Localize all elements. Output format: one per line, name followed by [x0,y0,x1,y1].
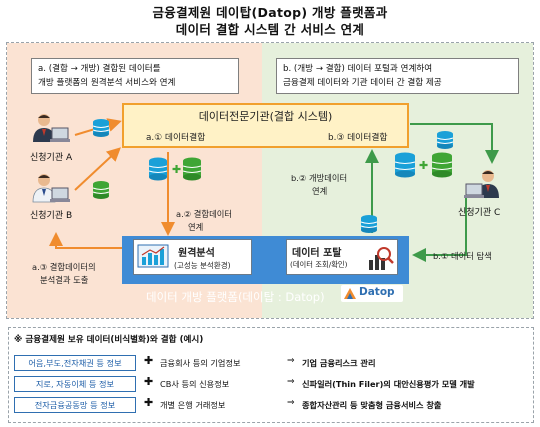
title-line-2: 데이터 결합 시스템 간 서비스 연계 [175,22,365,37]
step-a2-line-2: 연계 [188,222,204,232]
datop-logo: Datop [341,285,403,302]
title-line-1: 금융결제원 데이탑(Datop) 개방 플랫폼과 [152,5,388,20]
data-portal-card: 데이터 포탈 (데이터 조회/확인) [286,239,398,275]
person-at-computer-icon [32,174,70,203]
data-portal-title: 데이터 포탈 [292,248,342,259]
magnifier-chart-icon [369,247,394,270]
person-at-computer-icon [464,170,499,198]
database-icon [360,215,378,233]
data-tag-row-3: 전자금융공동망 등 정보 [14,397,136,413]
svg-text:✚: ✚ [419,159,428,172]
step-b2-line-2: 연계 [312,186,328,196]
institution-a-label: 신청기관 A [30,153,73,163]
arrow-result-to-b [49,232,130,249]
right-note-line-2: 금융결제 데이터와 기관 데이터 간 결합 제공 [283,78,442,88]
combine-system-box [122,103,409,148]
analytics-chart-icon [137,244,169,268]
result-row-1: 기업 금융리스크 관리 [302,358,376,368]
partner-data-row-1: 금융회사 등의 기업정보 [160,358,241,368]
datop-logo-text: Datop [359,286,395,298]
bottom-examples-frame [8,327,534,423]
data-portal-subtitle: (데이터 조회/확인) [290,260,348,269]
result-row-3: 종합자산관리 등 맞춤형 금융서비스 창출 [302,400,442,410]
step-a3-line-1: a.③ 결합데이터의 [32,262,96,272]
institution-c-label: 신청기관 C [458,208,501,218]
left-note-line-2: 개방 플랫폼의 원격분석 서비스와 연계 [38,78,176,88]
data-tag-row-2: 지로, 자동이체 등 정보 [14,376,136,392]
combined-database-icon: ✚ [148,157,202,181]
remote-analysis-subtitle: (고성능 분석환경) [174,261,231,270]
result-arrow-icon: ⇒ [287,398,295,408]
arrow-combine-to-c [410,123,499,164]
step-a3-line-2: 분석결과 도출 [40,275,89,285]
plus-icon: ✚ [144,354,154,367]
left-note: a. (결합 → 개방) 결합된 데이터를 개방 플랫폼의 원격분석 서비스와 … [31,58,239,94]
step-b3-label: b.③ 데이터결합 [328,133,388,143]
step-b2-line-1: b.② 개방데이터 [291,173,348,183]
plus-icon: ✚ [144,396,154,409]
right-note-line-1: b. (개방 → 결합) 데이터 포털과 연계하여 [283,64,433,74]
bottom-heading: ※ 금융결제원 보유 데이터(비식별화)와 결합 (예시) [14,335,204,345]
data-tag-row-1: 어음,부도,전자채권 등 정보 [14,355,136,371]
platform-label: 데이터 개방 플랫폼(데이탑 : Datop) [146,290,325,304]
partner-data-row-3: 개별 은행 거래정보 [160,400,226,410]
datop-logo-mark-icon [344,288,356,299]
result-arrow-icon: ⇒ [287,377,295,387]
left-note-line-1: a. (결합 → 개방) 결합된 데이터를 [38,64,161,74]
result-row-2: 신파일러(Thin Filer)의 대안신용평가 모델 개발 [302,379,475,389]
database-icon [92,119,110,137]
remote-analysis-card: 원격분석 (고성능 분석환경) [133,239,252,275]
database-icon [436,131,454,149]
arrow-b-to-combine [74,147,121,191]
svg-text:✚: ✚ [172,163,181,176]
result-arrow-icon: ⇒ [287,356,295,366]
database-icon [92,181,110,199]
diagram-frame [6,42,534,319]
institution-b-label: 신청기관 B [30,211,73,221]
person-at-computer-icon [33,114,70,142]
plus-icon: ✚ [144,375,154,388]
remote-analysis-title: 원격분석 [178,248,215,259]
arrow-c-to-portal [412,196,467,262]
step-a2-line-1: a.② 결합데이터 [176,209,232,219]
partner-data-row-2: CB사 등의 신용정보 [160,379,230,389]
combined-database-icon: ✚ [394,152,453,178]
step-a1-label: a.① 데이터결합 [146,133,206,143]
right-note: b. (개방 → 결합) 데이터 포털과 연계하여 금융결제 데이터와 기관 데… [276,58,519,94]
step-b1-label: b.① 데이터 탐색 [433,251,492,261]
combine-system-title: 데이터전문기관(결합 시스템) [198,110,333,123]
